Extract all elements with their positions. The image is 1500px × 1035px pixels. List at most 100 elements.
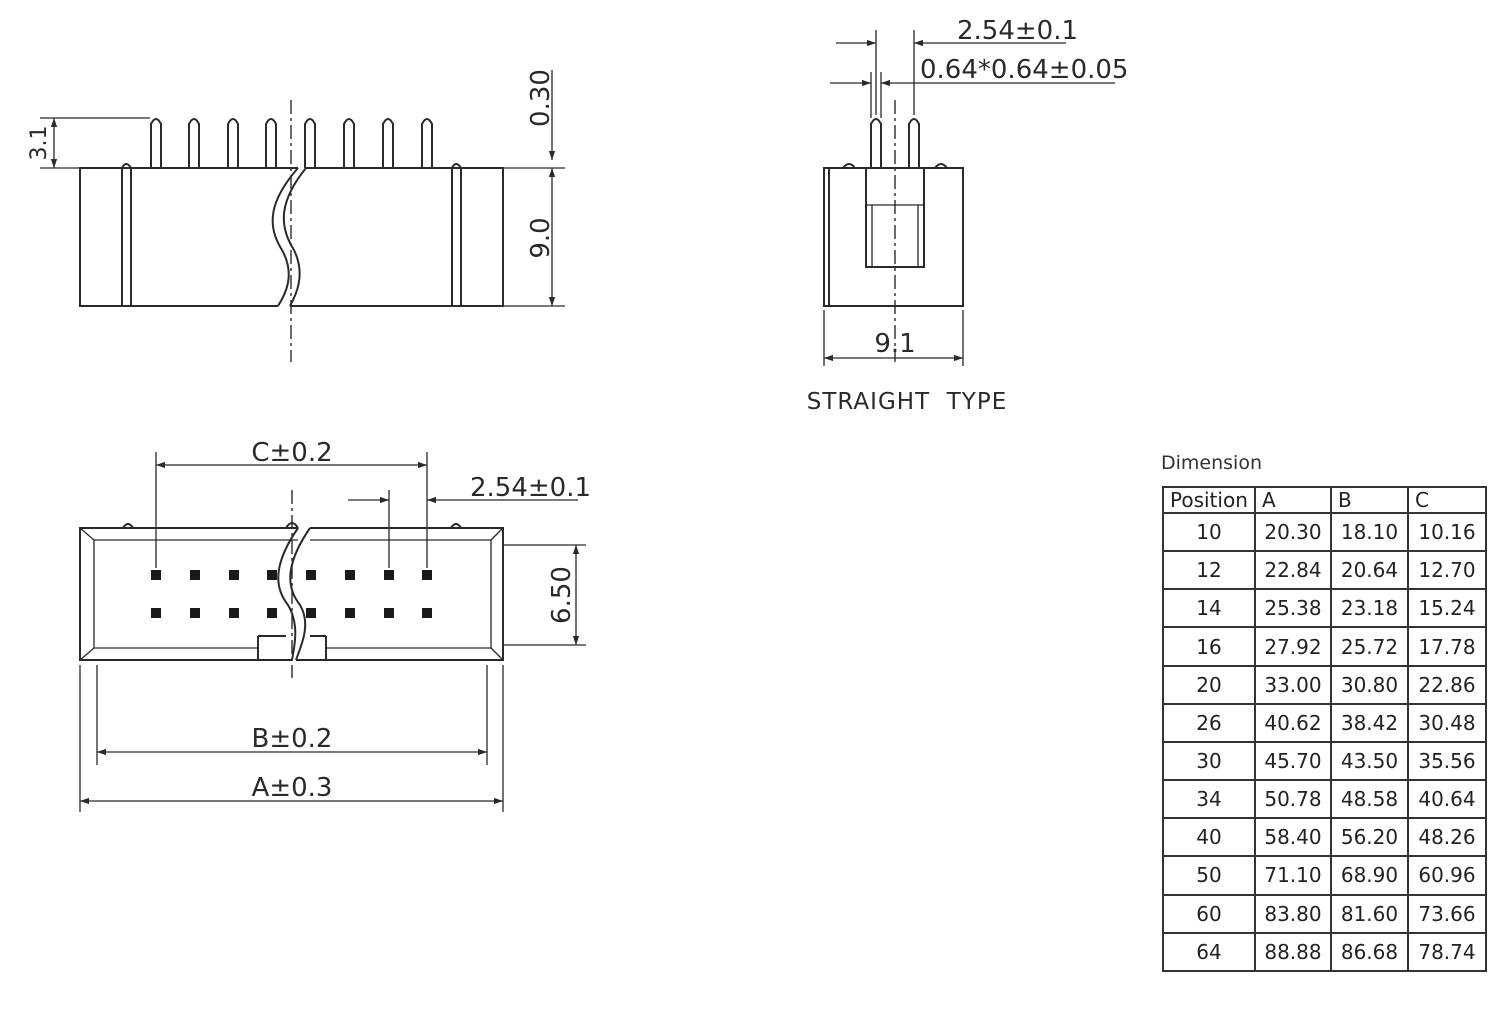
table-cell-position: 14 [1162, 588, 1256, 629]
table-cell: 33.00 [1254, 664, 1332, 705]
side-body-right [290, 167, 504, 307]
side-view: 3.1 0.30 9.0 [27, 69, 565, 362]
end-body [823, 167, 964, 307]
top-view: C±0.2 2.54±0.1 6.50 B±0.2 A±0.3 [79, 438, 591, 812]
top-body-left [79, 527, 298, 661]
side-body-left [79, 167, 298, 307]
table-cell-position: 26 [1162, 702, 1256, 743]
table-cell-position: 30 [1162, 740, 1256, 782]
table-cell: 56.20 [1330, 817, 1409, 858]
table-cell: 45.70 [1254, 740, 1332, 782]
table-cell: 73.66 [1407, 893, 1487, 934]
table-cell: 17.78 [1407, 626, 1487, 667]
side-break-right [282, 167, 307, 307]
table-header-row: Position A B C [1162, 486, 1487, 514]
header-position: Position [1162, 486, 1256, 514]
table-cell-position: 50 [1162, 855, 1256, 896]
table-cell: 58.40 [1254, 817, 1332, 858]
table-cell-position: 10 [1162, 511, 1256, 553]
table-cell: 20.30 [1254, 511, 1332, 553]
table-cell: 68.90 [1330, 855, 1409, 896]
table-cell-position: 16 [1162, 626, 1256, 667]
side-bump-right [451, 163, 462, 169]
table-cell: 86.68 [1330, 931, 1409, 973]
dim-end-width: 9.1 [874, 329, 915, 359]
end-bump-right [934, 163, 948, 169]
table-cell: 22.84 [1254, 550, 1332, 591]
table-cell: 18.10 [1330, 511, 1409, 553]
top-pins [151, 570, 432, 618]
table-cell: 30.48 [1407, 702, 1487, 743]
table-cell: 48.26 [1407, 817, 1487, 858]
table-cell: 43.50 [1330, 740, 1409, 782]
table-cell-position: 34 [1162, 779, 1256, 820]
top-bump-right [450, 523, 462, 529]
dim-pin-height: 3.1 [27, 126, 52, 161]
table-cell: 20.64 [1330, 550, 1409, 591]
table-cell: 15.24 [1407, 588, 1487, 629]
end-bump-left [842, 163, 856, 169]
table-cell: 48.58 [1330, 779, 1409, 820]
top-break-left [277, 527, 299, 661]
end-pin-left [870, 118, 882, 168]
dim-c: C±0.2 [251, 438, 332, 468]
top-break-right [289, 527, 311, 661]
table-cell: 40.62 [1254, 702, 1332, 743]
end-view: 2.54±0.1 0.64*0.64±0.05 9.1 STRAIGHT TYP… [807, 16, 1129, 415]
straight-type-label: STRAIGHT TYPE [807, 389, 1008, 415]
header-c: C [1407, 486, 1487, 514]
table-cell: 10.16 [1407, 511, 1487, 553]
table-cell: 40.64 [1407, 779, 1487, 820]
table-cell: 78.74 [1407, 931, 1487, 973]
side-bump-left [121, 163, 132, 169]
table-cell: 60.96 [1407, 855, 1487, 896]
table-cell: 38.42 [1330, 702, 1409, 743]
header-a: A [1254, 486, 1332, 514]
dim-pin-thickness: 0.30 [526, 69, 556, 127]
table-cell: 81.60 [1330, 893, 1409, 934]
dim-top-pitch: 2.54±0.1 [470, 473, 591, 503]
table-cell: 27.92 [1254, 626, 1332, 667]
table-cell: 23.18 [1330, 588, 1409, 629]
top-bump-left [122, 523, 134, 529]
dim-end-pin-size: 0.64*0.64±0.05 [920, 55, 1128, 85]
table-cell-position: 12 [1162, 550, 1256, 591]
table-cell: 83.80 [1254, 893, 1332, 934]
table-cell: 12.70 [1407, 550, 1487, 591]
table-cell-position: 64 [1162, 931, 1256, 973]
table-cell-position: 60 [1162, 893, 1256, 934]
dimension-table-title: Dimension [1161, 452, 1262, 474]
table-cell: 50.78 [1254, 779, 1332, 820]
dim-a: A±0.3 [252, 773, 333, 803]
side-rib-left [121, 167, 132, 307]
side-break-left [271, 167, 299, 307]
dim-body-height: 9.0 [526, 217, 556, 258]
top-body-right [296, 527, 504, 661]
table-cell: 25.38 [1254, 588, 1332, 629]
dim-end-pitch: 2.54±0.1 [957, 16, 1078, 46]
side-pins [150, 118, 433, 168]
dim-b: B±0.2 [252, 724, 333, 754]
table-cell: 22.86 [1407, 664, 1487, 705]
dim-row-spacing: 6.50 [547, 566, 577, 624]
header-b: B [1330, 486, 1409, 514]
end-pin-right [908, 118, 920, 168]
table-cell: 25.72 [1330, 626, 1409, 667]
side-rib-right [451, 167, 462, 307]
table-cell: 30.80 [1330, 664, 1409, 705]
